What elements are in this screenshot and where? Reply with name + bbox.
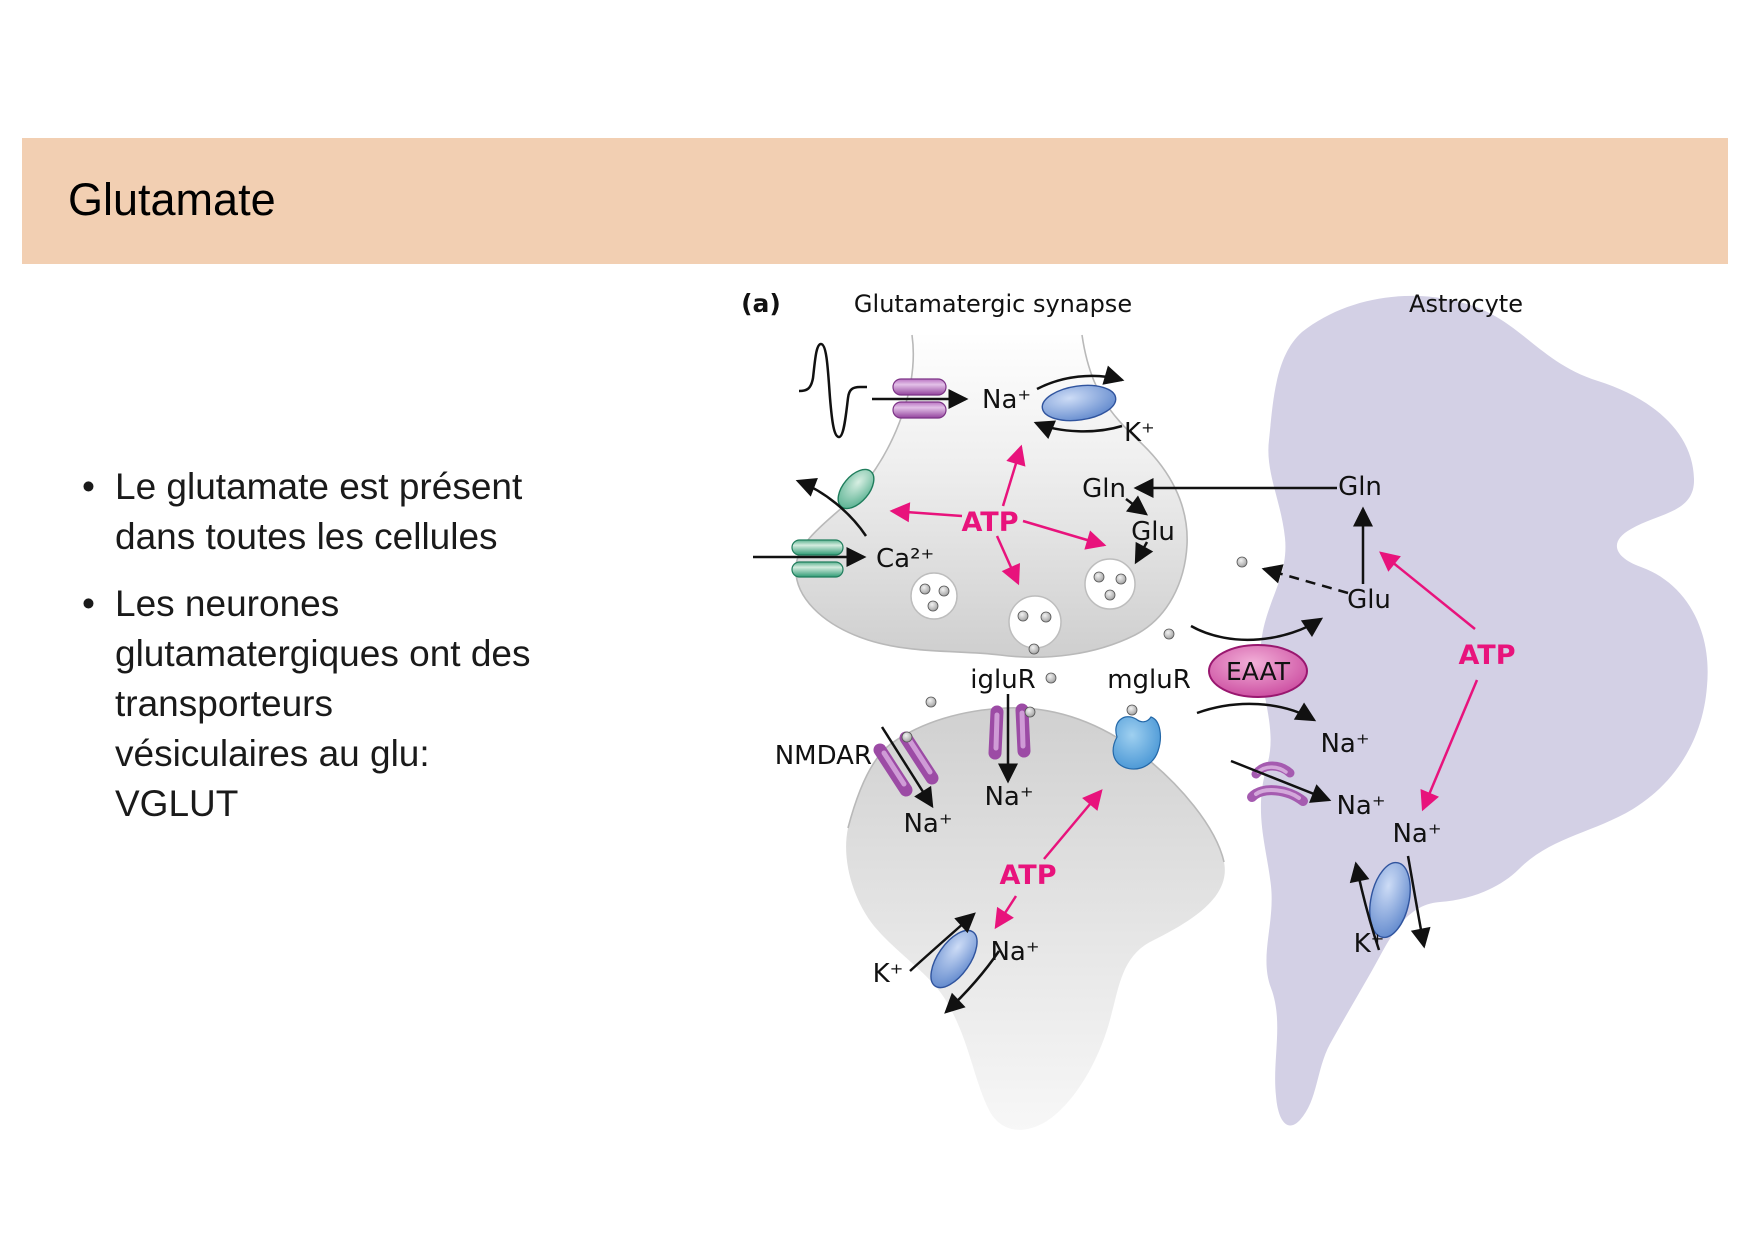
label-k-top: K⁺ <box>1124 418 1155 448</box>
label-na-nmdar: Na⁺ <box>903 809 952 839</box>
label-ca: Ca²⁺ <box>876 544 934 574</box>
bullet-icon: • <box>82 583 95 624</box>
glutamate-dot <box>1236 556 1248 568</box>
bullet-text: Le glutamate est présent dans toutes les… <box>115 466 523 557</box>
iglur-receptor <box>988 703 1031 760</box>
arrow-exchanger-out <box>795 477 868 537</box>
arrow-glu-to-vesicle <box>1134 541 1154 565</box>
arrow-atp-up <box>1001 444 1026 507</box>
label-k-astro: K⁺ <box>1354 929 1385 959</box>
calcium-channel <box>791 539 844 578</box>
label-na-top: Na⁺ <box>982 385 1031 415</box>
synapse-title: Glutamatergic synapse <box>854 290 1132 318</box>
bullet-list: • Le glutamate est présent dans toutes l… <box>82 462 662 846</box>
glutamate-dot <box>1045 672 1057 684</box>
synaptic-vesicle <box>1084 558 1136 610</box>
arrow-atp-astro-glu <box>1379 551 1476 630</box>
black-arrows <box>753 365 1431 1014</box>
list-item: • Les neurones glutamatergiques ont des … <box>82 579 662 829</box>
label-glu-astro: Glu <box>1347 585 1391 615</box>
arrow-atp-post-down <box>994 895 1018 930</box>
postsynaptic-terminal <box>846 707 1225 1130</box>
label-mglur: mgluR <box>1107 665 1191 695</box>
label-na-transporter: Na⁺ <box>1336 791 1385 821</box>
arrow-transporter-na <box>1230 759 1332 803</box>
sodium-potassium-pump-astrocyte <box>1369 861 1411 939</box>
glutamate-dot <box>1126 704 1138 716</box>
label-nmdar: NMDAR <box>775 741 872 771</box>
sodium-channel <box>892 378 947 419</box>
panel-label: (a) <box>741 289 781 318</box>
action-potential-trace <box>798 342 867 439</box>
label-na-eaat: Na⁺ <box>1320 729 1369 759</box>
label-na-iglur: Na⁺ <box>984 782 1033 812</box>
glutamate-dot <box>925 696 937 708</box>
arrow-pump-astro-in <box>1406 855 1431 949</box>
arrow-pump-astro-out <box>1349 861 1381 951</box>
synaptic-vesicle <box>1008 595 1062 649</box>
arrow-glu-release-dashed <box>1261 564 1349 595</box>
arrow-pump-top-in <box>1033 420 1123 439</box>
label-k-post: K⁺ <box>873 959 904 989</box>
synaptic-vesicle <box>910 572 958 620</box>
list-item: • Le glutamate est présent dans toutes l… <box>82 462 662 562</box>
title-band: Glutamate <box>22 138 1728 264</box>
eaat-transporter <box>1208 644 1308 698</box>
nmdar-receptor <box>873 731 939 797</box>
bullet-text: Les neurones glutamatergiques ont des tr… <box>115 583 531 824</box>
page-title: Glutamate <box>68 174 276 225</box>
astrocyte-shape <box>1260 295 1708 1126</box>
label-atp-post: ATP <box>999 860 1056 891</box>
bullet-icon: • <box>82 466 95 507</box>
arrow-nmdar-na <box>880 726 934 809</box>
label-eaat: EAAT <box>1226 657 1291 686</box>
arrow-atp-post-up <box>1043 789 1103 860</box>
astrocyte-label: Astrocyte <box>1409 290 1523 318</box>
glutamate-dot <box>1024 706 1036 718</box>
glutamate-dot <box>901 731 913 743</box>
label-na-post: Na⁺ <box>990 937 1039 967</box>
arrow-atp-astro-pump <box>1420 679 1479 812</box>
label-atp-astro: ATP <box>1458 640 1515 671</box>
glutamate-dots <box>919 556 1248 716</box>
glutamate-dot <box>1163 628 1175 640</box>
label-na-astro-pump: Na⁺ <box>1392 819 1441 849</box>
arrow-atp-left <box>889 502 963 523</box>
glutamate-dot <box>1028 643 1040 655</box>
arrow-eaat-glu-uptake <box>1190 617 1324 642</box>
label-iglur: igluR <box>970 665 1036 695</box>
arrow-pump-post-out <box>909 912 976 972</box>
arrow-pump-post-in <box>944 950 1001 1014</box>
arrow-atp-right <box>1022 519 1107 550</box>
sodium-potassium-pump-presynaptic <box>1041 384 1117 422</box>
label-gln-astro: Gln <box>1338 472 1382 502</box>
label-atp-presyn: ATP <box>961 507 1018 538</box>
label-gln-presyn: Gln <box>1082 474 1126 504</box>
label-glu-presyn: Glu <box>1131 517 1175 547</box>
arrow-pump-top-out <box>1036 365 1125 391</box>
atp-arrows <box>889 444 1479 930</box>
mglur-receptor <box>1112 716 1161 770</box>
arrow-gln-to-glu <box>1125 495 1148 516</box>
arrow-eaat-na-in <box>1196 702 1317 722</box>
arrow-atp-down <box>995 535 1020 586</box>
